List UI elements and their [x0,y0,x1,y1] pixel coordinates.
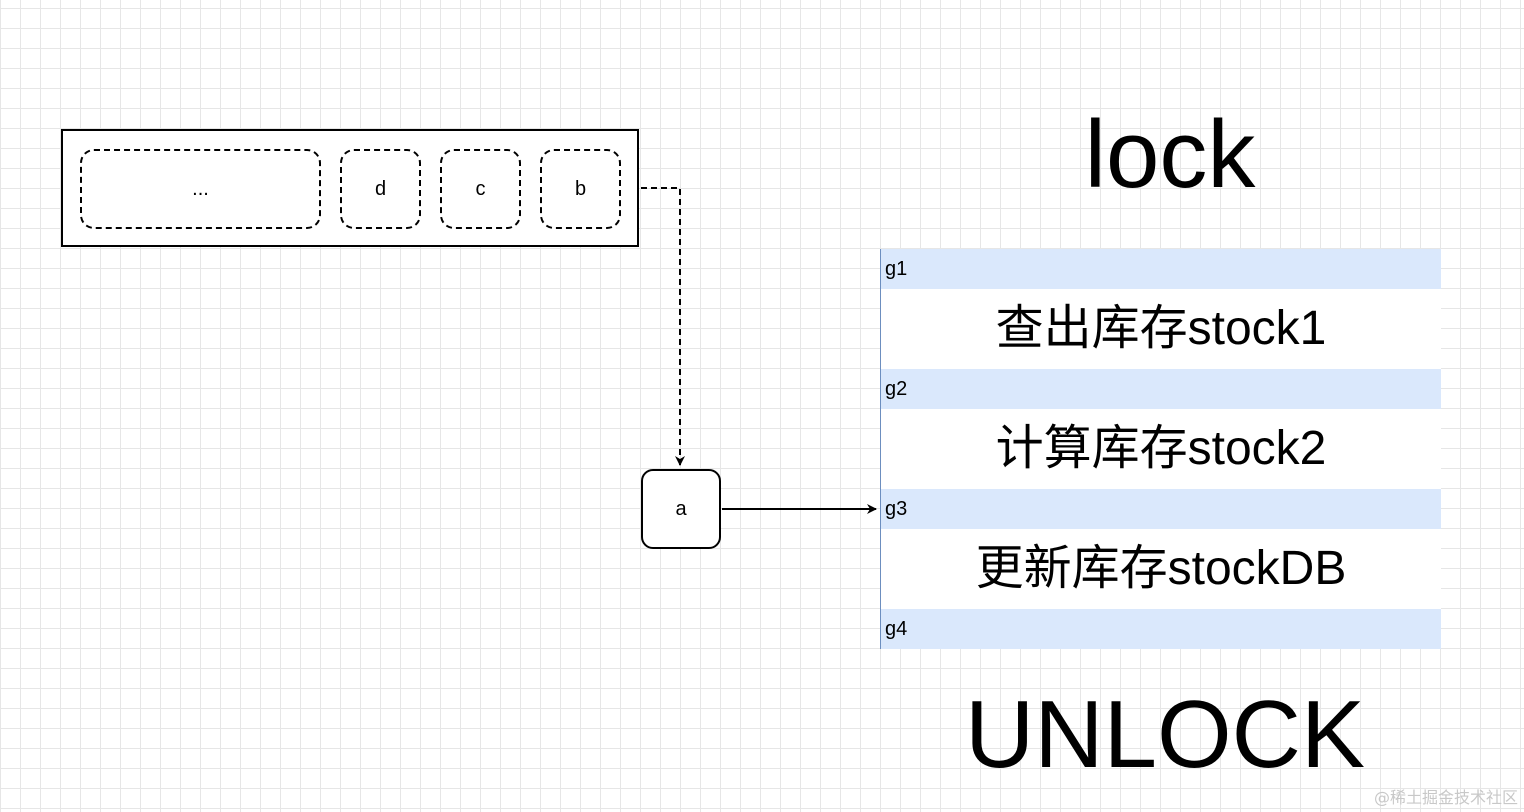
gap-row-g2: g2 [881,369,1441,409]
unlock-label: UNLOCK [964,681,1366,788]
gap-row-g4: g4 [881,609,1441,649]
queue-item-b[interactable]: b [540,149,621,229]
critical-section-panel: g1 查出库存stock1 g2 计算库存stock2 g3 更新库存stock… [880,249,1441,649]
gap-label: g2 [885,378,908,400]
watermark: @稀土掘金技术社区 [1373,788,1518,807]
gap-row-g1: g1 [881,249,1441,289]
queue-item-c[interactable]: c [440,149,521,229]
dashed-arrow-b-to-a [641,187,685,466]
step-query-stock: 查出库存stock1 [881,289,1441,369]
queue-item-label: c [475,177,486,200]
queue-item-label: d [374,177,387,200]
gap-label: g4 [885,618,908,640]
step-update-stock: 更新库存stockDB [881,529,1441,609]
queue-item-d[interactable]: d [340,149,421,229]
current-request-label: a [675,497,687,520]
step-calculate-stock: 计算库存stock2 [881,409,1441,489]
gap-label: g3 [885,498,908,520]
lock-label: lock [1084,101,1256,208]
gap-label: g1 [885,258,908,280]
current-request-node[interactable]: a [641,469,721,549]
queue-item-label: b [574,177,587,200]
queue-item-label: ... [192,177,209,200]
queue-item-ellipsis[interactable]: ... [80,149,321,229]
gap-row-g3: g3 [881,489,1441,529]
